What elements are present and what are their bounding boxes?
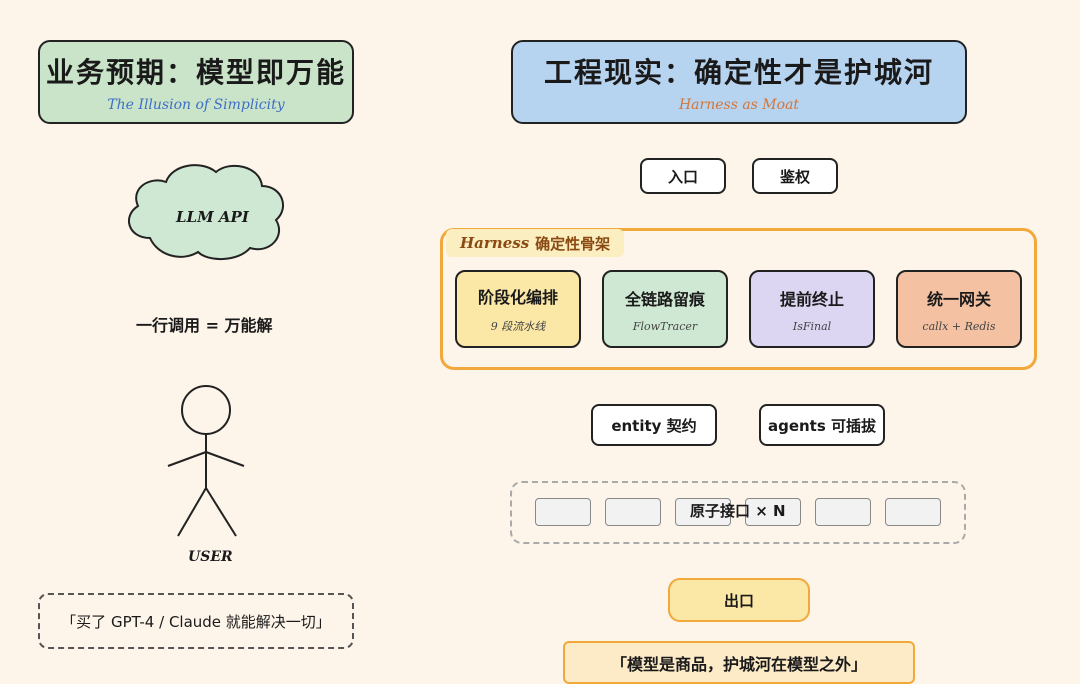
user-icon [167,385,245,537]
right-quote: 「模型是商品，护城河在模型之外」 [563,641,915,684]
stage-sub: IsFinal [792,319,832,333]
call-text: 一行调用 = 万能解 [136,316,273,335]
atomic-slot [815,498,871,526]
stage-gateway: 统一网关 callx + Redis [896,270,1022,348]
right-title: 工程现实：确定性才是护城河 [543,56,934,89]
entity-node: entity 契约 [591,404,717,446]
atomic-slot [675,498,731,526]
stage-early-stop: 提前终止 IsFinal [749,270,875,348]
cloud-icon [127,164,284,260]
left-subtitle: The Illusion of Simplicity [107,97,285,113]
harness-label-cn: 确定性骨架 [535,234,611,253]
atomic-slot [745,498,801,526]
auth-node: 鉴权 [752,158,838,194]
harness-label: Harness 确定性骨架 [446,229,625,257]
atomic-slot [885,498,941,526]
stage-title: 全链路留痕 [624,289,705,309]
agents-node: agents 可插拔 [759,404,885,446]
stage-sub: FlowTracer [632,319,698,333]
atomic-slot [605,498,661,526]
stage-title: 提前终止 [779,289,844,309]
atomic-label: 原子接口 × N [690,502,786,520]
left-title: 业务预期：模型即万能 [45,56,346,89]
cloud-label: LLM API [176,208,249,226]
atomic-container [510,481,966,544]
right-subtitle: Harness as Moat [678,97,800,113]
left-quote: 「买了 GPT-4 / Claude 就能解决一切」 [38,593,354,649]
entry-node: 入口 [640,158,726,194]
stage-title: 统一网关 [926,289,991,309]
harness-label-en: Harness [460,234,530,252]
stage-sub: 9 段流水线 [490,320,546,333]
user-label: USER [188,549,233,565]
right-title-box: 工程现实：确定性才是护城河 Harness as Moat [511,40,967,124]
stage-title: 阶段化编排 [477,288,558,307]
harness-container [440,228,1037,370]
atomic-slot [535,498,591,526]
stage-orchestration: 阶段化编排 9 段流水线 [455,270,581,348]
left-title-box: 业务预期：模型即万能 The Illusion of Simplicity [38,40,354,124]
exit-node: 出口 [668,578,810,622]
stage-trace: 全链路留痕 FlowTracer [602,270,728,348]
stage-sub: callx + Redis [922,319,996,333]
